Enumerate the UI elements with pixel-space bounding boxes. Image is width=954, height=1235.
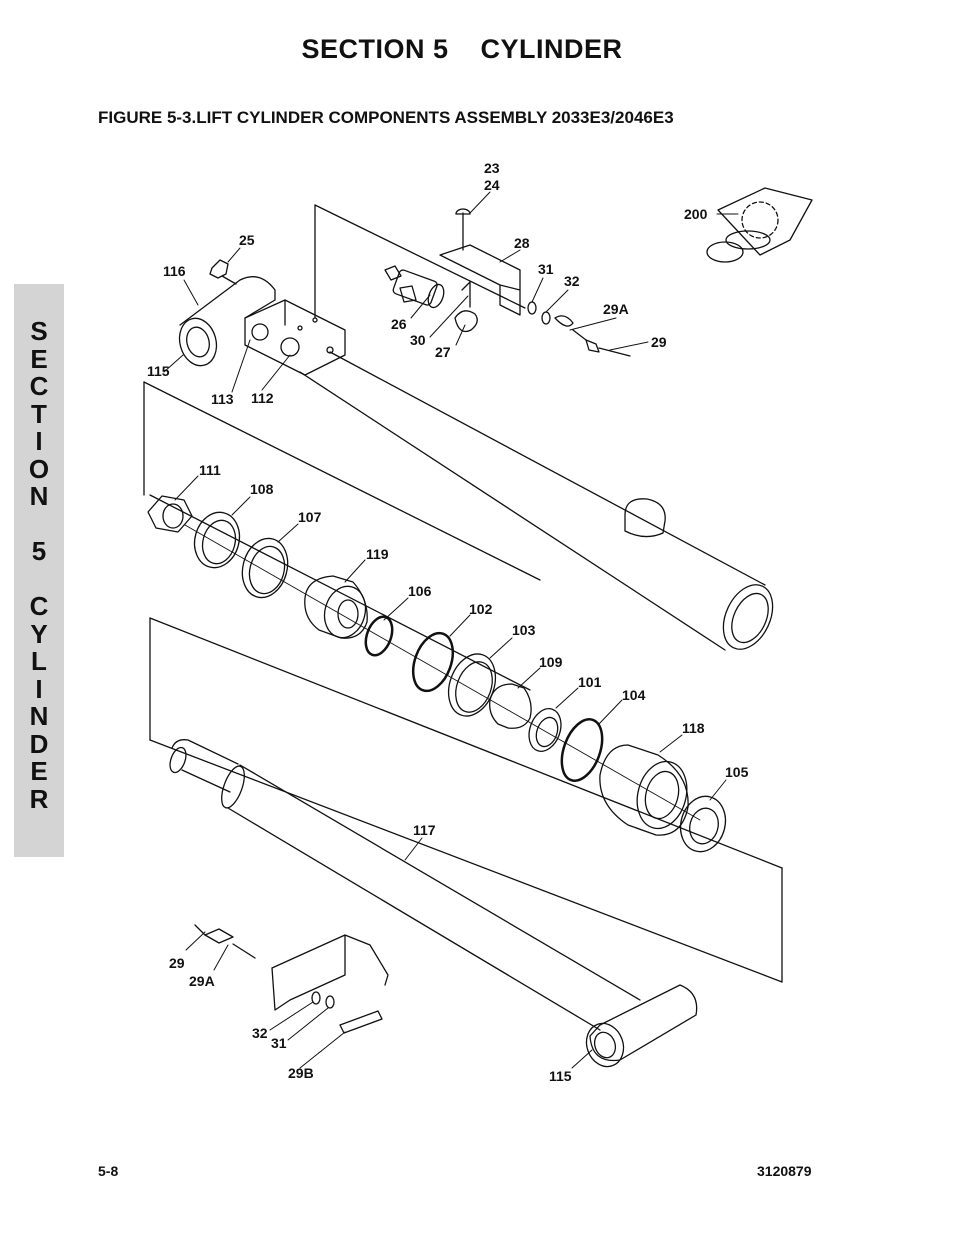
- cylinder-base-block: [178, 259, 346, 376]
- callout-29-top: 29: [651, 334, 667, 350]
- cylinder-barrel: [299, 351, 774, 651]
- callout-119: 119: [366, 546, 389, 562]
- callout-115-top: 115: [147, 363, 170, 379]
- callout-103: 103: [512, 622, 536, 638]
- cylinder-rod: [169, 739, 698, 1068]
- page-number: 5-8: [98, 1163, 119, 1179]
- callout-29b: 29B: [288, 1065, 314, 1081]
- bottom-frame-lines: [149, 617, 783, 983]
- section-side-tab: S E C T I O N 5 C Y L I N D E R: [14, 284, 64, 857]
- callout-104: 104: [622, 687, 646, 703]
- document-number: 3120879: [757, 1163, 812, 1179]
- figure-title: FIGURE 5-3.LIFT CYLINDER COMPONENTS ASSE…: [98, 108, 674, 127]
- callout-labels: 23 24 200 25 28 116 31 32 29A 26 29 30 2…: [147, 160, 749, 1084]
- side-tab-text: S E C T I O N 5 C Y L I N D E R: [28, 316, 50, 814]
- callout-101: 101: [578, 674, 602, 690]
- seal-kit-bag: [706, 187, 813, 263]
- callout-117: 117: [413, 822, 436, 838]
- callout-30: 30: [410, 332, 426, 348]
- callout-28: 28: [514, 235, 530, 251]
- stack-center-line: [184, 524, 701, 821]
- callout-31-top: 31: [538, 261, 554, 277]
- solenoid-valve-assembly: [384, 208, 521, 333]
- callout-108: 108: [250, 481, 274, 497]
- callout-32-top: 32: [564, 273, 580, 289]
- page-title: SECTION 5 CYLINDER: [301, 34, 623, 64]
- callout-113: 113: [211, 391, 234, 407]
- callout-27: 27: [435, 344, 451, 360]
- callout-23: 23: [484, 160, 500, 176]
- callout-111: 111: [199, 462, 221, 478]
- callout-112: 112: [251, 390, 274, 406]
- piston-seal-stack: [147, 495, 727, 853]
- callout-26: 26: [391, 316, 407, 332]
- callout-32-bottom: 32: [252, 1025, 268, 1041]
- bottom-bracket-detail: [194, 924, 389, 1034]
- callout-109: 109: [539, 654, 563, 670]
- callout-106: 106: [408, 583, 432, 599]
- callout-29a-top: 29A: [603, 301, 629, 317]
- callout-115-bottom: 115: [549, 1068, 572, 1084]
- callout-118: 118: [682, 720, 705, 736]
- callout-31-bottom: 31: [271, 1035, 287, 1051]
- callout-102: 102: [469, 601, 493, 617]
- top-frame-lines: [143, 204, 541, 691]
- callout-24: 24: [484, 177, 500, 193]
- callout-105: 105: [725, 764, 749, 780]
- callout-116: 116: [163, 263, 186, 279]
- callout-29a-bottom: 29A: [189, 973, 215, 989]
- callout-200: 200: [684, 206, 708, 222]
- callout-25: 25: [239, 232, 255, 248]
- callout-leader-lines: [163, 191, 739, 1069]
- callout-29-bottom: 29: [169, 955, 185, 971]
- callout-107: 107: [298, 509, 322, 525]
